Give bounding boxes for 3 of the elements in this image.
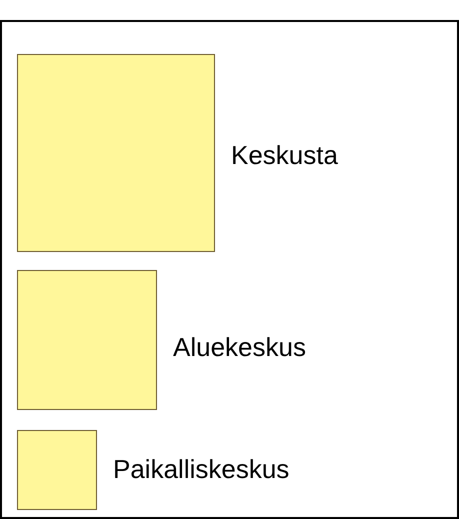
- legend-label: Paikalliskeskus: [113, 453, 290, 486]
- legend-label: Keskusta: [231, 139, 338, 172]
- legend-label: Aluekeskus: [173, 331, 306, 364]
